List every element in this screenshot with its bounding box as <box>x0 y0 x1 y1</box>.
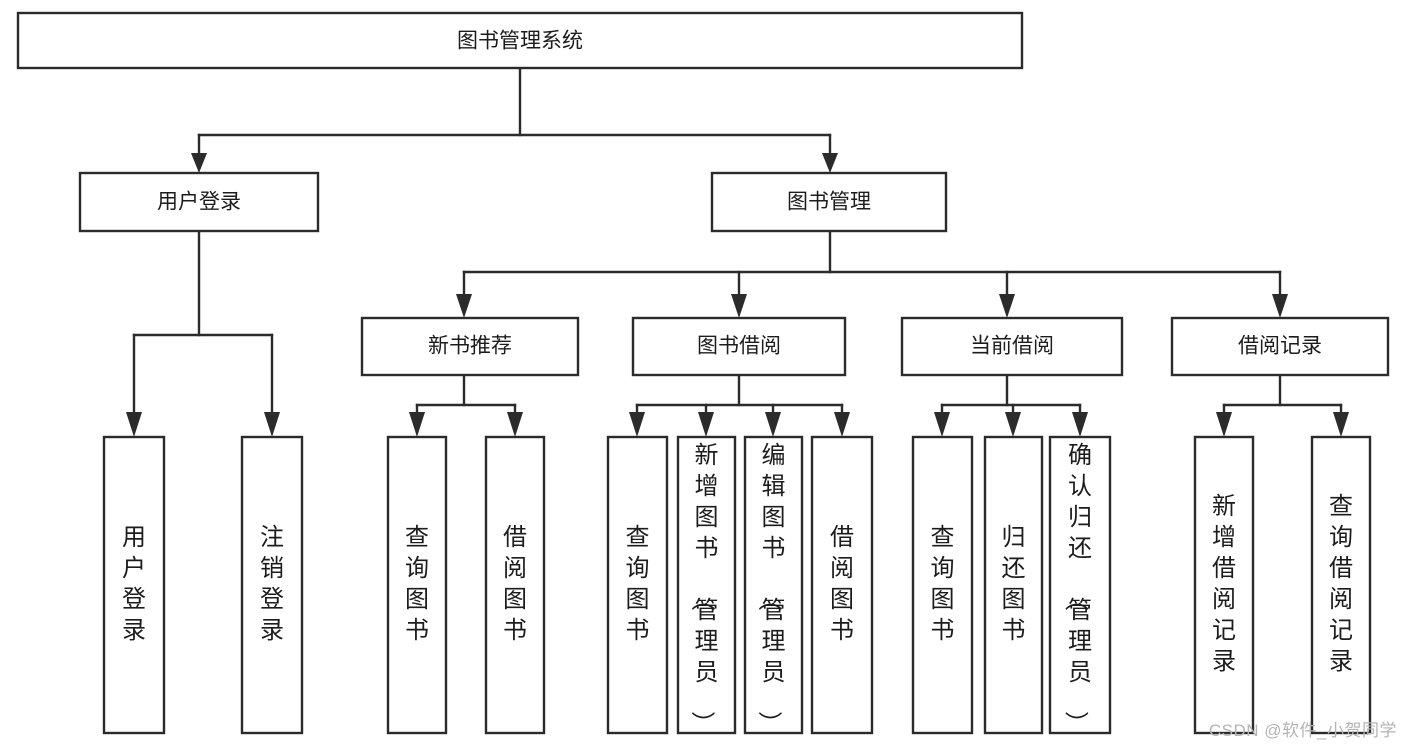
arrow-borrow-record-leaf2 <box>1333 412 1349 437</box>
leaf-node-box[interactable] <box>810 435 874 735</box>
arrow-root-to-book-mgmt <box>822 153 838 173</box>
leaf-node-label: 注销登录 <box>260 524 284 644</box>
node-user-login-label: 用户登录 <box>157 191 241 214</box>
leaf-node[interactable]: 新增图书（管理员） <box>676 435 737 735</box>
leaf-node-label: 编辑图书（管理员） <box>756 442 786 735</box>
arrow-book-borrow-leaf4 <box>834 412 850 437</box>
node-root[interactable]: 图书管理系统 <box>16 11 1024 70</box>
node-new-book-recommend[interactable]: 新书推荐 <box>360 316 580 377</box>
leaf-node[interactable]: 归还图书 <box>983 435 1044 735</box>
leaf-node[interactable]: 借阅图书 <box>484 435 546 735</box>
node-book-management-label: 图书管理 <box>787 191 871 214</box>
arrow-book-borrow-leaf3 <box>765 412 781 437</box>
leaf-node-box[interactable] <box>386 435 448 735</box>
leaf-node-label: 查询借阅记录 <box>1329 493 1353 675</box>
leaf-node[interactable]: 确认归还（管理员） <box>1048 435 1112 735</box>
node-book-borrow[interactable]: 图书借阅 <box>631 316 847 377</box>
node-current-borrow-box[interactable] <box>900 316 1124 377</box>
leaf-node-layer: 用户登录 注销登录 查询图书 借阅图书 查询图书 新增图书（管理员） 编辑图书（管理员） 借阅… <box>102 435 1372 735</box>
leaf-node[interactable]: 查询图书 <box>911 435 974 735</box>
leaf-node[interactable]: 查询图书 <box>386 435 448 735</box>
leaf-node-box[interactable] <box>983 435 1044 735</box>
leaf-node[interactable]: 编辑图书（管理员） <box>743 435 804 735</box>
leaf-node-box[interactable] <box>102 435 166 735</box>
leaf-node-label: 新增借阅记录 <box>1212 493 1236 675</box>
arrow-book-borrow-leaf1 <box>629 412 645 437</box>
node-borrow-record-label: 借阅记录 <box>1238 335 1322 358</box>
leaf-node[interactable]: 查询图书 <box>606 435 669 735</box>
leaf-node-label: 确认归还（管理员） <box>1062 442 1092 735</box>
leaf-node-box[interactable] <box>676 435 737 735</box>
arrow-root-to-user-login <box>191 153 207 173</box>
arrow-user-login-leaf1 <box>126 412 142 437</box>
arrow-to-book-borrow <box>731 294 747 318</box>
arrow-to-current-borrow <box>999 294 1015 318</box>
arrow-to-new-book-rec <box>456 294 472 318</box>
node-book-borrow-box[interactable] <box>631 316 847 377</box>
leaf-node-box[interactable] <box>606 435 669 735</box>
arrow-current-borrow-leaf1 <box>934 412 950 437</box>
arrow-user-login-leaf2 <box>264 412 280 437</box>
arrow-new-book-rec-leaf2 <box>507 412 523 437</box>
leaf-node-box[interactable] <box>743 435 804 735</box>
arrow-to-borrow-record <box>1272 294 1288 318</box>
leaf-node-box[interactable] <box>1193 435 1255 735</box>
arrow-current-borrow-leaf3 <box>1072 412 1088 437</box>
node-root-box[interactable] <box>16 11 1024 70</box>
node-book-borrow-label: 图书借阅 <box>697 335 781 358</box>
node-borrow-record-box[interactable] <box>1170 316 1390 377</box>
leaf-node-box[interactable] <box>484 435 546 735</box>
leaf-node[interactable]: 用户登录 <box>102 435 166 735</box>
node-new-book-recommend-box[interactable] <box>360 316 580 377</box>
node-current-borrow-label: 当前借阅 <box>970 335 1054 358</box>
arrow-book-borrow-leaf2 <box>698 412 714 437</box>
leaf-node-label: 查询图书 <box>405 524 429 644</box>
leaf-node-box[interactable] <box>911 435 974 735</box>
node-borrow-record[interactable]: 借阅记录 <box>1170 316 1390 377</box>
arrow-borrow-record-leaf1 <box>1216 412 1232 437</box>
leaf-node-label: 新增图书（管理员） <box>689 442 719 735</box>
arrow-new-book-rec-leaf1 <box>409 412 425 437</box>
node-root-label: 图书管理系统 <box>457 30 583 53</box>
leaf-node[interactable]: 注销登录 <box>240 435 304 735</box>
leaf-node-label: 借阅图书 <box>503 524 527 644</box>
leaf-node-box[interactable] <box>240 435 304 735</box>
leaf-node-label: 查询图书 <box>626 524 650 644</box>
leaf-node-label: 归还图书 <box>1002 524 1026 644</box>
node-book-management-box[interactable] <box>710 171 948 233</box>
node-new-book-recommend-label: 新书推荐 <box>428 335 512 358</box>
arrow-current-borrow-leaf2 <box>1005 412 1021 437</box>
leaf-node[interactable]: 借阅图书 <box>810 435 874 735</box>
leaf-node-box[interactable] <box>1310 435 1372 735</box>
leaf-node-label: 用户登录 <box>122 524 146 644</box>
connector-layer <box>126 66 1349 437</box>
node-book-management[interactable]: 图书管理 <box>710 171 948 233</box>
leaf-node[interactable]: 新增借阅记录 <box>1193 435 1255 735</box>
leaf-node-label: 查询图书 <box>931 524 955 644</box>
leaf-node-box[interactable] <box>1048 435 1112 735</box>
node-user-login-box[interactable] <box>78 171 320 233</box>
node-user-login[interactable]: 用户登录 <box>78 171 320 233</box>
leaf-node[interactable]: 查询借阅记录 <box>1310 435 1372 735</box>
leaf-node-label: 借阅图书 <box>830 524 854 644</box>
node-current-borrow[interactable]: 当前借阅 <box>900 316 1124 377</box>
